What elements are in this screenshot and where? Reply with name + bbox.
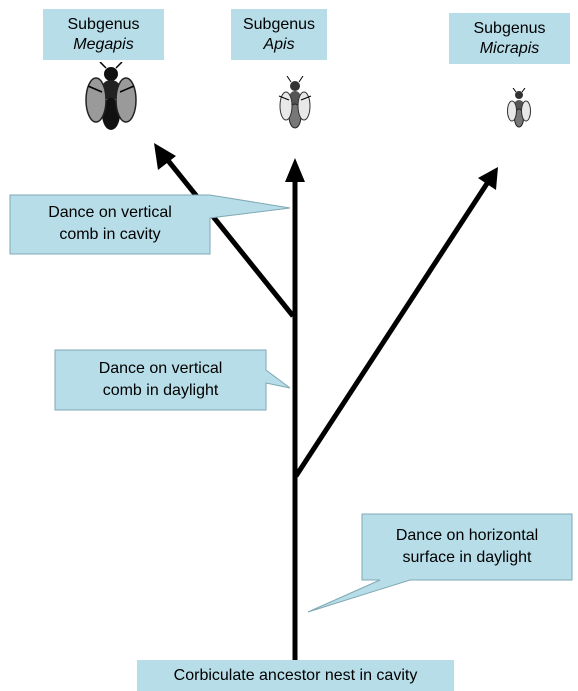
taxon-micrapis-line1: Subgenus <box>473 19 546 37</box>
apis-arrowhead <box>285 158 305 182</box>
taxon-megapis-line2: Megapis <box>73 35 134 53</box>
callout-cavity-line1: Dance on vertical <box>48 204 172 221</box>
large-bee-icon <box>85 62 137 130</box>
callout-daylight-shape <box>54 349 291 411</box>
taxon-apis-line1: Subgenus <box>242 15 316 33</box>
callout-cavity-dance: Dance on vertical comb in cavity <box>10 198 210 250</box>
taxon-apis-line2: Apis <box>263 35 295 53</box>
taxon-box-micrapis: Subgenus Micrapis <box>449 13 570 64</box>
small-bee-icon <box>507 88 531 128</box>
honeybee-icon <box>278 76 312 129</box>
callout-daylight-vertical: Dance on vertical comb in daylight <box>55 352 266 408</box>
taxon-micrapis-line2: Micrapis <box>479 39 540 57</box>
callout-horizontal: Dance on horizontal surface in daylight <box>362 516 572 578</box>
callout-cavity-line2: comb in cavity <box>59 226 161 243</box>
megapis-arrowhead <box>154 143 176 170</box>
callout-cavity-shape <box>9 194 291 255</box>
taxon-megapis-line1: Subgenus <box>67 15 140 33</box>
root-label-box: Corbiculate ancestor nest in cavity <box>137 660 454 691</box>
micrapis-branch <box>293 180 491 478</box>
megapis-branch <box>164 156 295 318</box>
taxon-box-apis: Subgenus Apis <box>231 9 327 60</box>
callout-horizontal-line2: surface in daylight <box>402 549 532 566</box>
callout-daylight-line2: comb in daylight <box>102 382 219 399</box>
taxon-box-megapis: Subgenus Megapis <box>43 9 164 60</box>
callout-horizontal-shape <box>307 513 573 613</box>
callout-horizontal-line1: Dance on horizontal <box>395 527 539 544</box>
callout-daylight-line1: Dance on vertical <box>98 360 223 377</box>
micrapis-arrowhead <box>478 167 498 190</box>
root-label: Corbiculate ancestor nest in cavity <box>173 666 418 684</box>
